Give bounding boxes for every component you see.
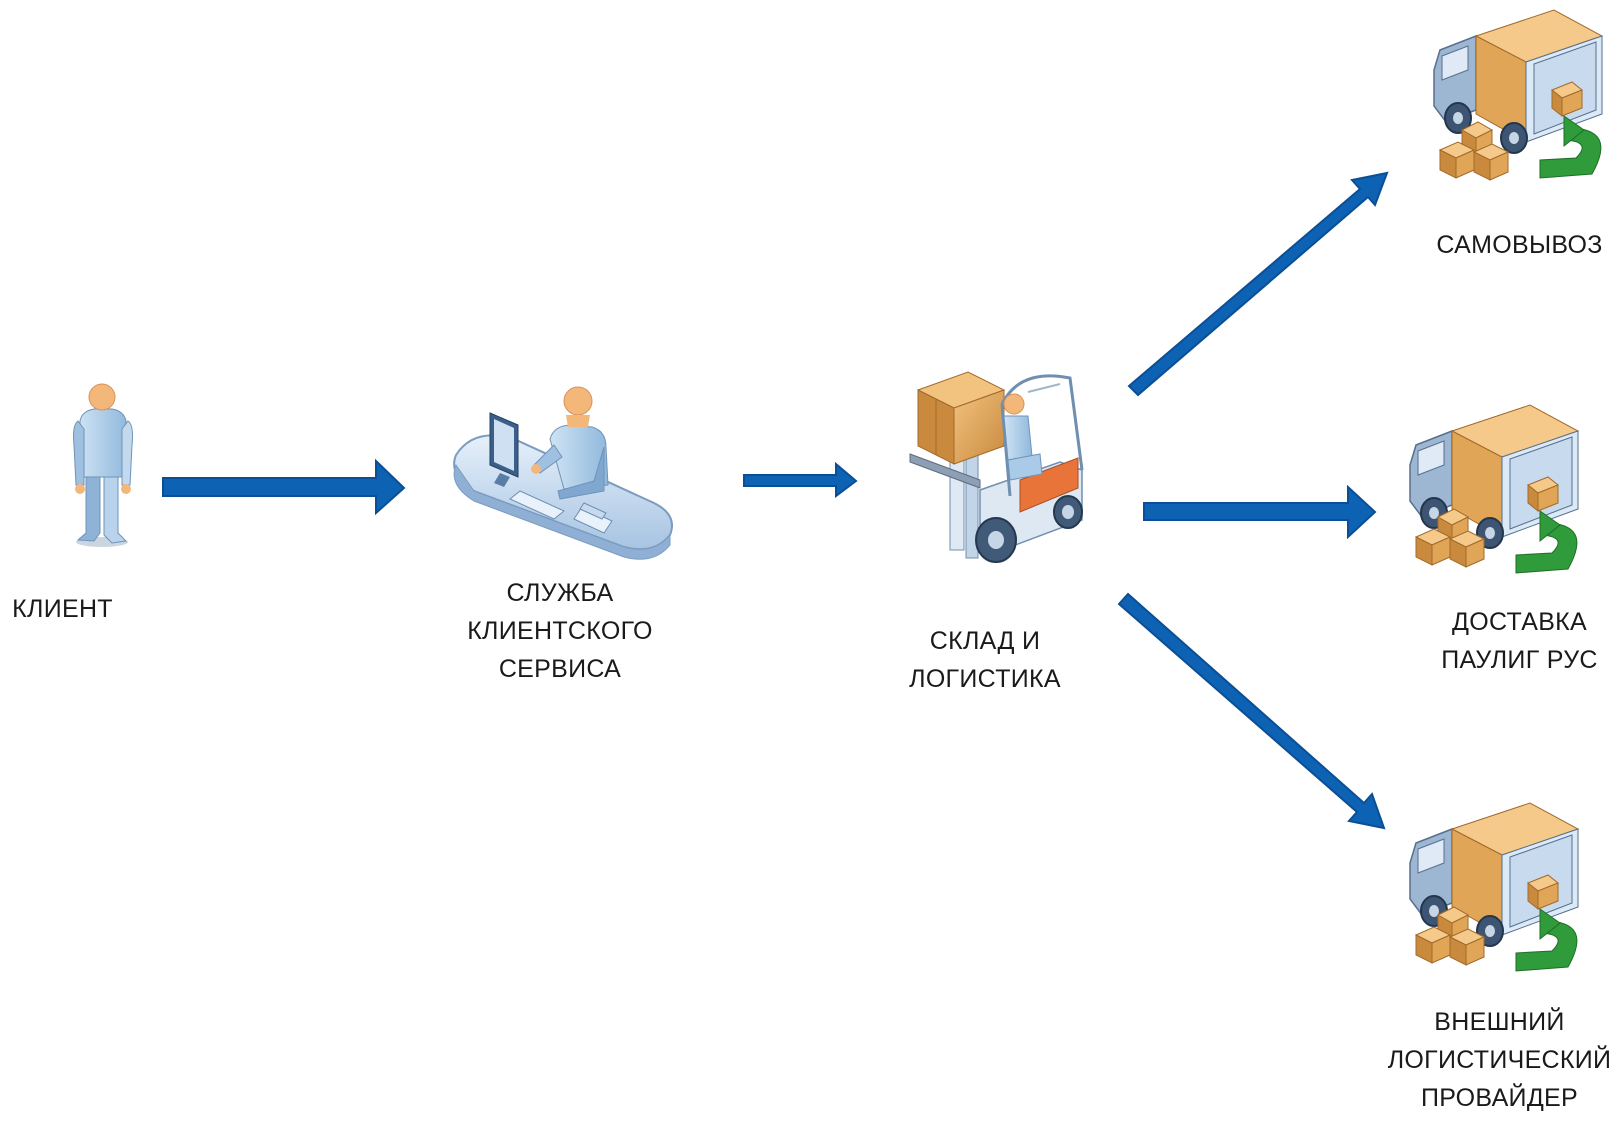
- arrow-warehouse-to-delivery: [1143, 484, 1377, 540]
- label-pickup: САМОВЫВОЗ: [1420, 226, 1619, 264]
- label-customer-service-line: КЛИЕНТСКОГО: [467, 617, 653, 645]
- label-external-provider-line: ЛОГИСТИЧЕСКИЙ: [1387, 1046, 1612, 1074]
- label-customer-service-line: СЕРВИСА: [498, 655, 622, 683]
- delivery-truck-icon: [1409, 404, 1580, 574]
- label-delivery-line: ПАУЛИГ РУС: [1441, 646, 1598, 674]
- label-client: КЛИЕНТ: [0, 590, 125, 628]
- delivery-truck-icon: [1433, 9, 1604, 181]
- arrow-warehouse-to-pickup: [1127, 171, 1389, 397]
- label-delivery: ДОСТАВКА ПАУЛИГ РУС: [1420, 603, 1619, 679]
- label-external-provider: ВНЕШНИЙ ЛОГИСТИЧЕСКИЙ ПРОВАЙДЕР: [1380, 1003, 1619, 1117]
- forklift-icon: [909, 371, 1084, 563]
- label-customer-service-line: СЛУЖБА: [506, 579, 614, 607]
- label-warehouse: СКЛАД И ЛОГИСТИКА: [885, 622, 1085, 698]
- arrow-client-to-service: [162, 458, 406, 516]
- arrow-service-to-warehouse: [743, 461, 858, 498]
- label-external-provider-line: ВНЕШНИЙ: [1434, 1008, 1565, 1036]
- operator-desk-icon: [453, 386, 673, 560]
- label-client-line: КЛИЕНТ: [12, 595, 113, 623]
- label-delivery-line: ДОСТАВКА: [1451, 608, 1588, 636]
- delivery-truck-icon: [1409, 802, 1580, 972]
- label-customer-service: СЛУЖБА КЛИЕНТСКОГО СЕРВИСА: [435, 574, 685, 688]
- label-warehouse-line: ЛОГИСТИКА: [909, 665, 1061, 693]
- arrow-warehouse-to-provider: [1117, 592, 1386, 830]
- label-external-provider-line: ПРОВАЙДЕР: [1420, 1084, 1578, 1112]
- label-warehouse-line: СКЛАД И: [929, 627, 1041, 655]
- label-pickup-line: САМОВЫВОЗ: [1436, 231, 1603, 259]
- person-icon: [73, 383, 133, 547]
